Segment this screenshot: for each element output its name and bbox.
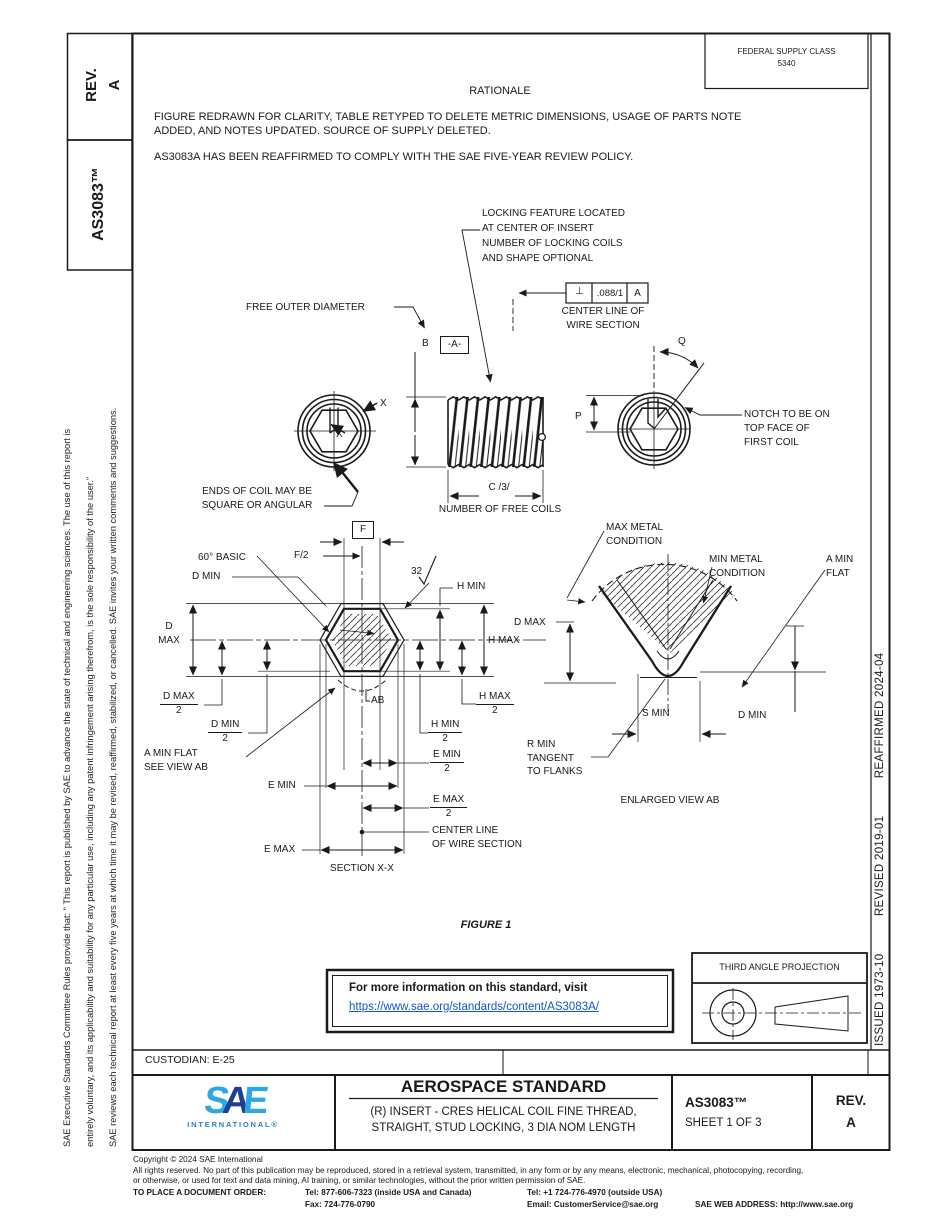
notch-note: NOTCH TO BE ON TOP FACE OF FIRST COIL <box>744 409 830 448</box>
info-box-text: For more information on this standard, v… <box>349 982 588 994</box>
datum-a-flag: -A- <box>440 336 469 354</box>
info-box-link[interactable]: https://www.sae.org/standards/content/AS… <box>349 1001 599 1013</box>
angle-q-label: Q <box>678 336 686 347</box>
rationale-paragraph1-line2: ADDED, AND NOTES UPDATED. SOURCE OF SUPP… <box>154 124 491 137</box>
sae-logo: SAE INTERNATIONAL® <box>168 1080 298 1129</box>
max-metal-condition-label: MAX METAL CONDITION <box>606 522 664 547</box>
figure-caption: FIGURE 1 <box>460 919 512 931</box>
issued-date: ISSUED 1973-10 <box>874 953 886 1046</box>
legal-text-line3: SAE reviews each technical report at lea… <box>108 407 118 1147</box>
footer-tel-domestic: Tel: 877-606-7323 (inside USA and Canada… <box>305 1188 472 1197</box>
min-metal-condition-label: MIN METAL CONDITION <box>709 554 766 579</box>
footer-web-address: SAE WEB ADDRESS: http://www.sae.org <box>695 1200 854 1209</box>
footer-copyright: Copyright © 2024 SAE International <box>133 1155 263 1164</box>
document-number: AS3083™ <box>685 1095 748 1110</box>
dim-f2-label: F/2 <box>294 550 309 561</box>
locking-feature-note: LOCKING FEATURE LOCATED AT CENTER OF INS… <box>482 208 625 264</box>
fcf-datum-ref: A <box>634 288 641 299</box>
h-max-over-2: H MAX 2 <box>476 691 514 717</box>
d-max-over-2: D MAX 2 <box>160 691 198 717</box>
basic-60-label: 60° BASIC <box>198 552 246 563</box>
legal-text-line2: entirely voluntary, and its applicabilit… <box>85 476 95 1147</box>
footer-order-label: TO PLACE A DOCUMENT ORDER: <box>133 1188 266 1197</box>
reaffirmed-date: REAFFIRMED 2024-04 <box>874 652 886 779</box>
federal-supply-class: FEDERAL SUPPLY CLASS <box>737 47 836 56</box>
doc-number: AS3083™ <box>90 167 107 241</box>
d-max-stacked-label: D MAX <box>158 621 180 646</box>
standard-type-title: AEROSPACE STANDARD <box>400 1077 607 1096</box>
d-min-label: D MIN <box>192 571 221 582</box>
footer-tel-international: Tel: +1 724-776-4970 (outside USA) <box>527 1188 663 1197</box>
rev-value: A <box>106 79 123 91</box>
legal-text-line1: SAE Executive Standards Committee Rules … <box>62 428 72 1147</box>
third-angle-projection-label: THIRD ANGLE PROJECTION <box>719 962 840 972</box>
rationale-title: RATIONALE <box>469 85 531 97</box>
doc-number-box: AS3083™ <box>90 142 108 266</box>
dim-f-flag: F <box>352 521 374 539</box>
standard-subtitle: (R) INSERT - CRES HELICAL COIL FINE THRE… <box>370 1106 637 1134</box>
e-max-label: E MAX <box>264 844 296 855</box>
free-outer-diameter-label: FREE OUTER DIAMETER <box>246 302 365 313</box>
fcf-perpendicular-symbol: ⊥ <box>575 286 584 297</box>
e-min-label: E MIN <box>268 780 296 791</box>
dim-b-label: B <box>422 338 429 349</box>
revised-date: REVISED 2019-01 <box>874 815 886 917</box>
surface-finish-32-label: 32 <box>411 566 423 577</box>
section-xx-title: SECTION X-X <box>330 863 394 874</box>
s-min-label: S MIN <box>642 708 670 719</box>
dim-c-label: C /3/ <box>488 482 510 493</box>
rationale-paragraph2: AS3083A HAS BEEN REAFFIRMED TO COMPLY WI… <box>154 151 634 163</box>
sheet-number: SHEET 1 OF 3 <box>685 1117 762 1129</box>
title-rev-value: A <box>846 1115 856 1130</box>
sae-logo-letters: SAE <box>202 1080 264 1122</box>
h-min-label: H MIN <box>457 581 486 592</box>
footer-rights-line1: All rights reserved. No part of this pub… <box>133 1166 804 1175</box>
rationale-paragraph1-line1: FIGURE REDRAWN FOR CLARITY, TABLE RETYPE… <box>154 111 742 123</box>
ends-of-coil-note: ENDS OF COIL MAY BE SQUARE OR ANGULAR <box>201 486 313 511</box>
centerline-wire-section-note: CENTER LINE OF WIRE SECTION <box>432 825 522 850</box>
footer-fax: Fax: 724-776-0790 <box>305 1200 376 1209</box>
title-rev-label: REV. <box>835 1093 867 1108</box>
a-min-flat-label: A MIN FLAT <box>826 554 854 579</box>
e-max-over-2: E MAX 2 <box>430 794 468 820</box>
custodian-label: CUSTODIAN: E-25 <box>145 1054 235 1066</box>
dim-p-label: P <box>575 411 582 422</box>
centerline-wire-note: CENTER LINE OF WIRE SECTION <box>561 306 645 331</box>
enlarged-view-title: ENLARGED VIEW AB <box>620 795 720 806</box>
sae-logo-subtext: INTERNATIONAL® <box>187 1120 279 1129</box>
h-min-over-2: H MIN 2 <box>428 719 463 745</box>
a-min-flat-see-view-note: A MIN FLAT SEE VIEW AB <box>144 748 208 773</box>
d-min-over-2: D MIN 2 <box>208 719 243 745</box>
federal-supply-class-number: 5340 <box>777 59 796 68</box>
revision-strip: ISSUED 1973-10 REVISED 2019-01 REAFFIRME… <box>874 596 886 1046</box>
r-min-tangent-note: R MIN TANGENT TO FLANKS <box>527 739 583 777</box>
d-max-enlarged-label: D MAX <box>514 617 546 628</box>
rev-box: REV. A <box>80 35 126 135</box>
footer-rights-line2: or otherwise, or used for text and data … <box>133 1176 586 1185</box>
number-free-coils-label: NUMBER OF FREE COILS <box>438 504 562 515</box>
section-cut-x2-label: X <box>336 429 343 440</box>
section-cut-x1-label: X <box>380 398 387 409</box>
footer-email: Email: CustomerService@sae.org <box>527 1200 659 1209</box>
d-min-enlarged-label: D MIN <box>738 710 767 721</box>
view-ab-label: AB <box>371 695 385 706</box>
h-max-label: H MAX <box>488 635 520 646</box>
e-min-over-2: E MIN 2 <box>430 749 464 775</box>
fcf-tolerance: .088/1 <box>596 288 624 299</box>
rev-label: REV. <box>83 68 100 102</box>
